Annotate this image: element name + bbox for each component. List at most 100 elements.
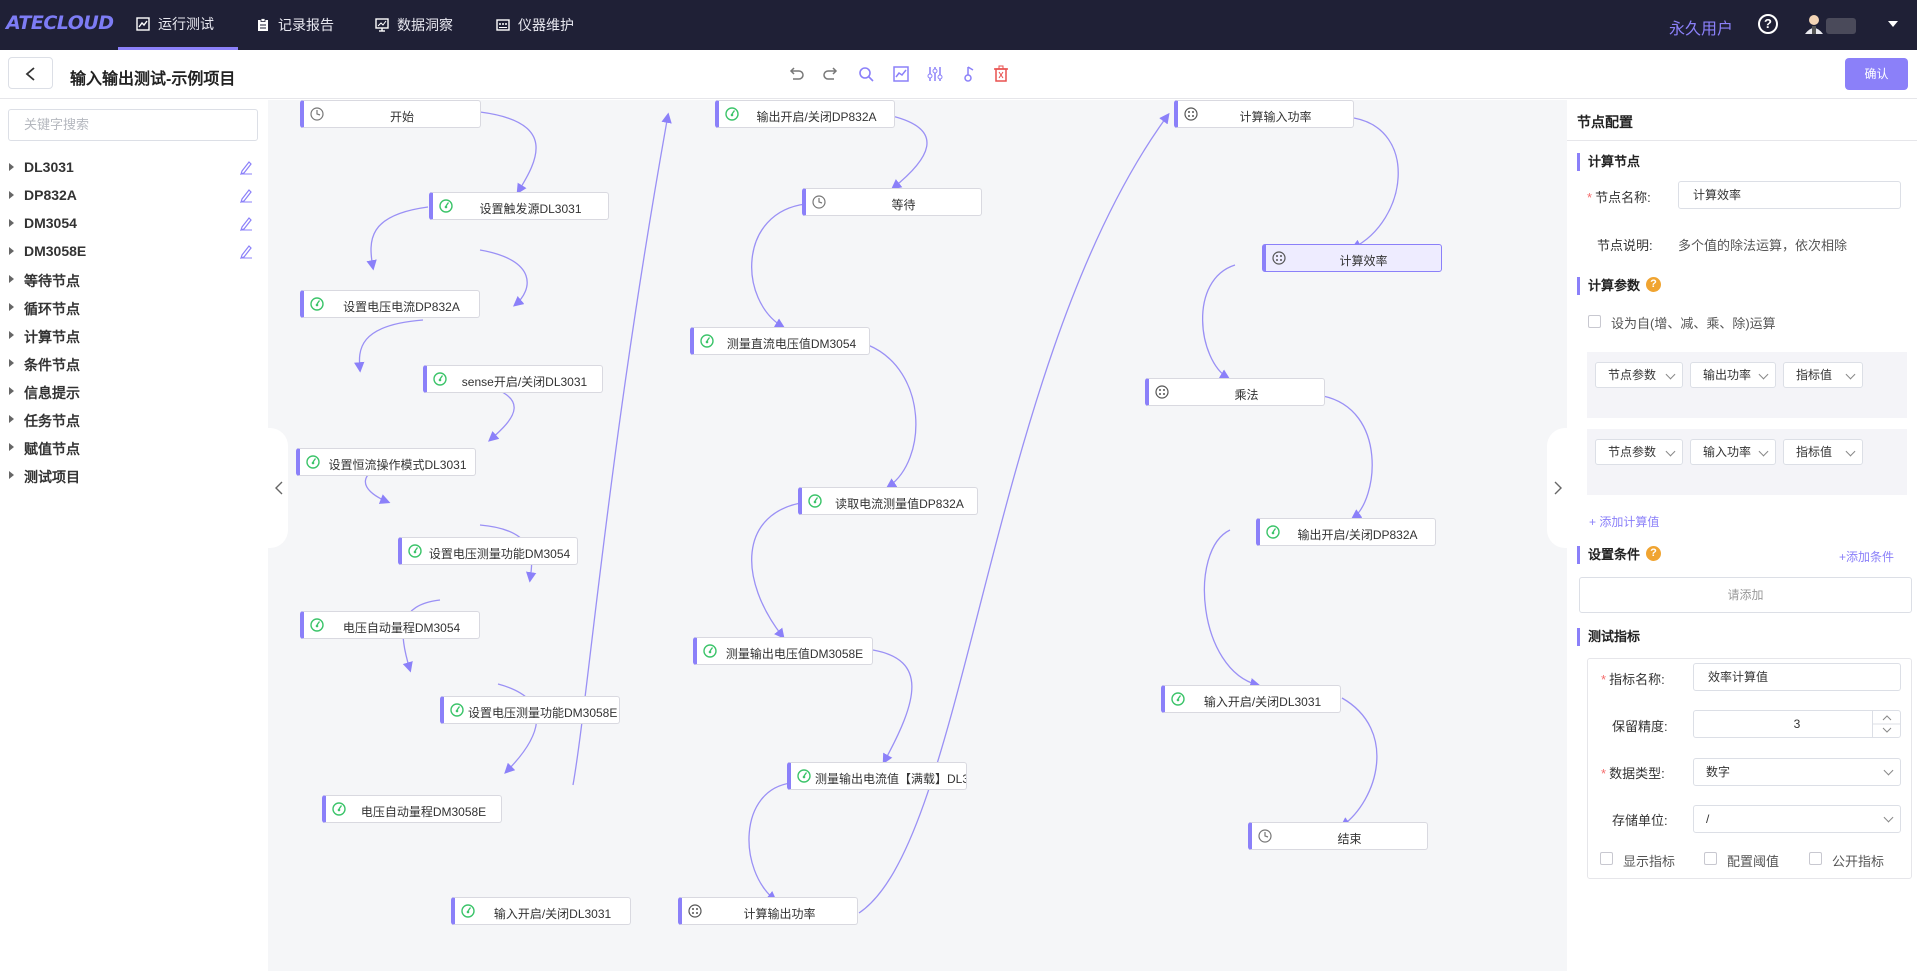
tree-item[interactable]: DM3058E [0,241,268,263]
nav-tab-records[interactable]: 记录报告 [256,0,334,50]
unit-select[interactable]: / [1693,805,1901,833]
back-button[interactable] [8,57,53,89]
flow-node[interactable]: 计算输入功率 [1174,100,1354,128]
data-type-select[interactable]: 数字 [1693,758,1901,786]
threshold-checkbox[interactable] [1704,852,1717,865]
debug-icon[interactable] [958,64,978,84]
param-node-select[interactable]: 输入功率 [1690,439,1776,465]
flow-node[interactable]: 设置触发源DL3031 [429,192,609,220]
nav-tab-run-test[interactable]: 运行测试 [118,0,238,50]
clipboard-icon [258,18,268,31]
flow-node[interactable]: 设置恒流操作模式DL3031 [296,448,476,476]
add-calc-value-link[interactable]: + 添加计算值 [1589,515,1660,529]
edit-icon[interactable] [238,243,254,259]
flow-node[interactable]: sense开启/关闭DL3031 [423,365,603,393]
caret-right-icon[interactable] [9,275,14,283]
flow-canvas[interactable]: 开始设置触发源DL3031 设置电压电流DP832A sense开启/关闭DL303… [268,100,1567,971]
param-row: 节点参数 输出功率 指标值 [1587,352,1907,418]
sliders-icon[interactable] [925,64,945,84]
flow-node[interactable]: 电压自动量程DM3054 [300,611,480,639]
chart-view-icon[interactable] [891,64,911,84]
edit-icon[interactable] [238,215,254,231]
caret-right-icon[interactable] [9,471,14,479]
tree-item[interactable]: 任务节点 [0,409,268,431]
chevron-down-icon[interactable] [1888,21,1898,27]
help-icon[interactable]: ? [1758,14,1778,34]
tree-item[interactable]: DP832A [0,185,268,207]
help-icon[interactable]: ? [1646,546,1662,561]
tree-item[interactable]: 条件节点 [0,353,268,375]
user-type-label[interactable]: 永久用户 [1669,21,1734,38]
flow-node[interactable]: 输出开启/关闭DP832A [715,100,895,128]
tree-item[interactable]: 计算节点 [0,325,268,347]
caret-right-icon[interactable] [9,331,14,339]
flow-node[interactable]: 设置电压测量功能DM3058E [440,696,620,724]
show-indicator-checkbox[interactable] [1600,852,1613,865]
param-source-select[interactable]: 节点参数 [1595,362,1683,388]
caret-right-icon[interactable] [9,191,14,199]
public-indicator-checkbox[interactable] [1809,852,1822,865]
param-node-select[interactable]: 输出功率 [1690,362,1776,388]
flow-node[interactable]: 计算效率 [1262,244,1442,272]
indicator-name-input[interactable]: 效率计算值 [1693,663,1901,691]
tree-item[interactable]: 测试项目 [0,465,268,487]
flow-node[interactable]: 计算输出功率 [678,897,858,925]
node-name-input[interactable]: 计算效率 [1678,181,1901,209]
flow-node[interactable]: 设置电压电流DP832A [300,290,480,318]
redo-icon[interactable] [821,64,841,84]
caret-right-icon[interactable] [9,387,14,395]
nav-tab-instruments[interactable]: 仪器维护 [496,0,574,50]
search-input[interactable]: 关键字搜索 [8,109,258,141]
avatar[interactable] [1805,14,1823,34]
caret-right-icon[interactable] [9,163,14,171]
tree-item[interactable]: 赋值节点 [0,437,268,459]
caret-right-icon[interactable] [9,415,14,423]
param-value-select[interactable]: 指标值 [1783,439,1863,465]
flow-node[interactable]: 测量输出电流值【满载】DL3 [787,762,967,790]
condition-placeholder[interactable]: 请添加 [1579,577,1912,613]
caret-right-icon[interactable] [9,359,14,367]
confirm-button[interactable]: 确认 [1845,58,1908,90]
edit-icon[interactable] [238,187,254,203]
flow-node[interactable]: 等待 [802,188,982,216]
flow-node[interactable]: 输入开启/关闭DL3031 [1161,685,1341,713]
tree-item[interactable]: 等待节点 [0,269,268,291]
collapse-left-panel-button[interactable] [268,428,288,548]
flow-node[interactable]: 乘法 [1145,378,1325,406]
flow-node[interactable]: 读取电流测量值DP832A [798,487,978,515]
caret-right-icon[interactable] [9,219,14,227]
flow-node[interactable]: 测量输出电压值DM3058E [693,637,873,665]
help-icon[interactable]: ? [1646,277,1662,292]
search-icon[interactable] [856,64,876,84]
tree-item[interactable]: DM3054 [0,213,268,235]
undo-icon[interactable] [786,64,806,84]
flow-node[interactable]: 输入开启/关闭DL3031 [451,897,631,925]
collapse-right-panel-button[interactable] [1547,428,1567,548]
self-op-checkbox[interactable] [1588,315,1601,328]
stepper-arrows-icon[interactable] [1872,711,1901,737]
flow-node[interactable]: 测量直流电压值DM3054 [690,327,870,355]
param-value-select[interactable]: 指标值 [1783,362,1863,388]
delete-icon[interactable] [991,64,1011,84]
caret-right-icon[interactable] [9,443,14,451]
edit-icon[interactable] [238,159,254,175]
add-condition-link[interactable]: +添加条件 [1839,550,1895,564]
tree-item[interactable]: 信息提示 [0,381,268,403]
flow-node[interactable]: 结束 [1248,822,1428,850]
flow-node-label: 读取电流测量值DP832A [835,497,964,511]
flow-node[interactable]: 电压自动量程DM3058E [322,795,502,823]
self-op-label: 设为自(增、减、乘、除)运算 [1611,316,1776,331]
flow-node[interactable]: 设置电压测量功能DM3054 [398,537,578,565]
precision-stepper[interactable]: 3 [1693,710,1901,738]
flow-node-label: 乘法 [1234,388,1259,402]
tree-item[interactable]: DL3031 [0,157,268,179]
caret-right-icon[interactable] [9,303,14,311]
caret-right-icon[interactable] [9,247,14,255]
flow-node[interactable]: 开始 [300,100,481,128]
nav-tab-insights[interactable]: 数据洞察 [375,0,453,50]
flow-node[interactable]: 输出开启/关闭DP832A [1256,518,1436,546]
flow-node-label: 输出开启/关闭DP832A [756,110,877,124]
app-logo[interactable]: ATECLOUD [6,12,114,34]
tree-item[interactable]: 循环节点 [0,297,268,319]
param-source-select[interactable]: 节点参数 [1595,439,1683,465]
